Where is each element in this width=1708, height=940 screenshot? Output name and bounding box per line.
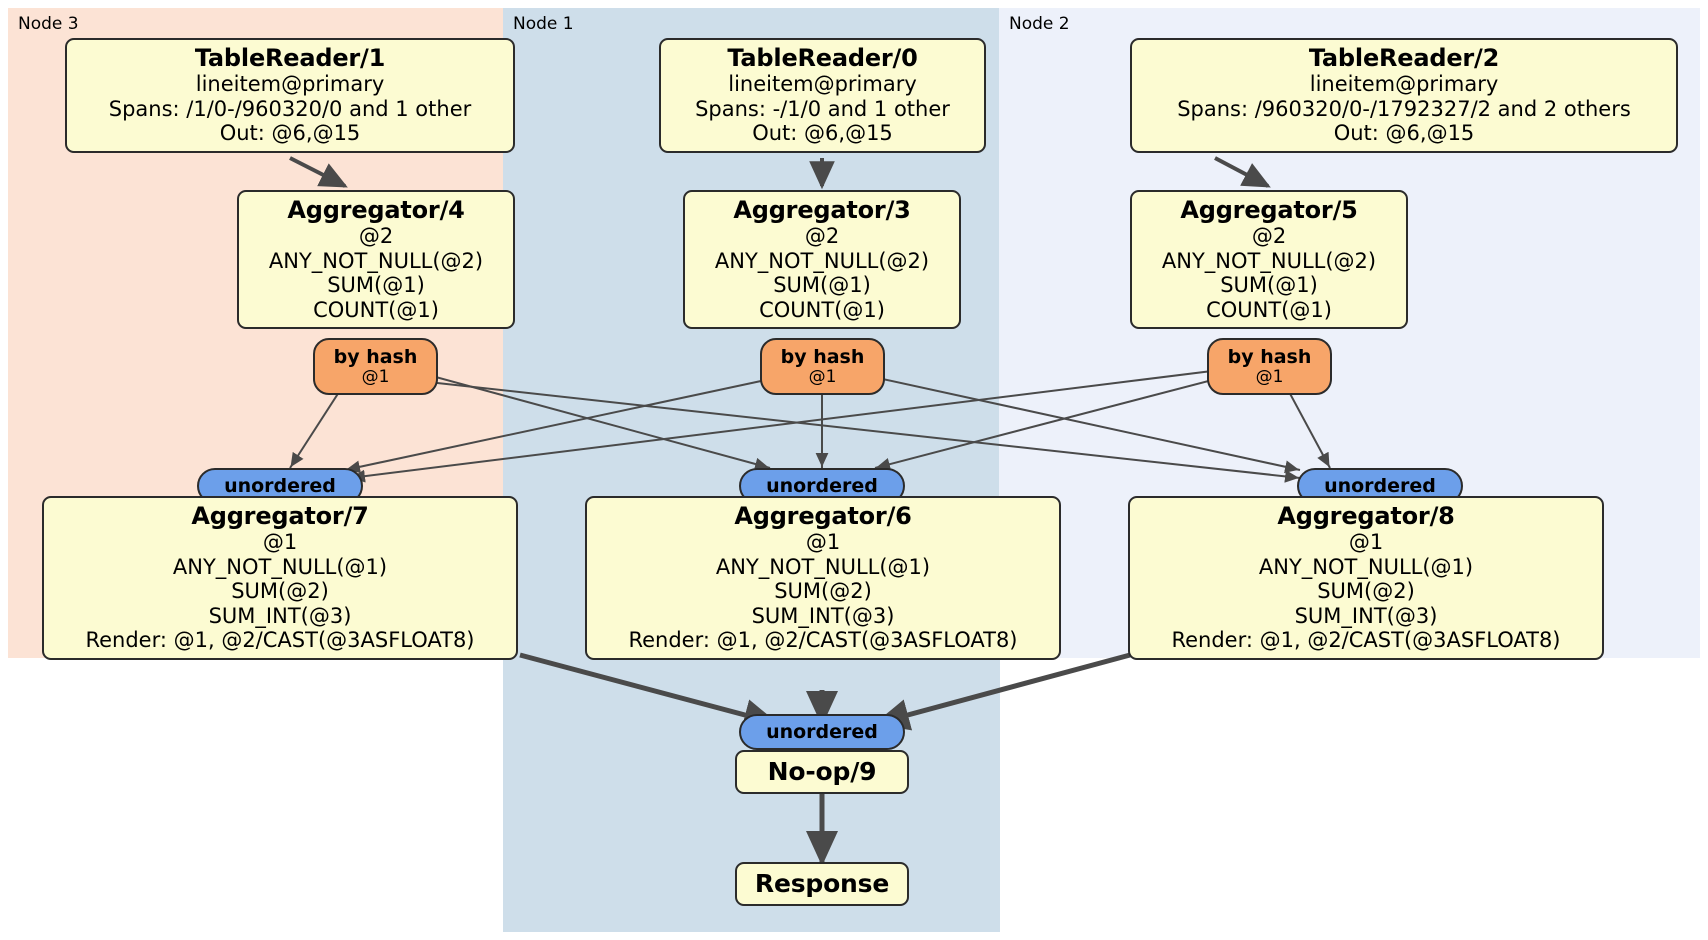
processor-detail-line: ANY_NOT_NULL(@2) [268, 248, 484, 273]
processor-title: Aggregator/3 [733, 196, 911, 224]
processor-render-line: Render: @1, @2/CAST(@3ASFLOAT8) [85, 628, 475, 653]
processor-detail-line: @1 [805, 530, 841, 555]
processor-detail-line: lineitem@primary [195, 72, 385, 97]
processor-title: Aggregator/8 [1277, 502, 1455, 530]
processor-detail-line: @1 [1348, 530, 1384, 555]
processor-detail-line: Out: @6,@15 [219, 121, 361, 146]
processor-detail-line: SUM(@1) [1220, 273, 1318, 298]
processor-detail-line: Out: @6,@15 [1333, 121, 1475, 146]
processor-detail-line: SUM(@1) [773, 273, 871, 298]
processor-render-line: Render: @1, @2/CAST(@3ASFLOAT8) [1171, 628, 1561, 653]
processor-detail-line: SUM(@2) [774, 579, 872, 604]
router-column: @1 [1255, 366, 1284, 387]
processor-detail-line: SUM_INT(@3) [1294, 603, 1438, 628]
synchronizer-label: unordered [766, 474, 878, 497]
processor-detail-line: ANY_NOT_NULL(@2) [1161, 248, 1377, 273]
processor-detail-line: COUNT(@1) [313, 297, 439, 322]
processor-tablereader-1[interactable]: TableReader/1 lineitem@primary Spans: /1… [65, 38, 515, 153]
processor-detail-line: SUM_INT(@3) [208, 603, 352, 628]
processor-title: TableReader/2 [1308, 44, 1500, 72]
synchronizer-label: unordered [766, 720, 878, 743]
processor-detail-line: ANY_NOT_NULL(@1) [1258, 554, 1474, 579]
processor-detail-line: Out: @6,@15 [752, 121, 893, 146]
processor-aggregator-6[interactable]: Aggregator/6 @1 ANY_NOT_NULL(@1) SUM(@2)… [585, 496, 1061, 660]
processor-detail-line: SUM(@1) [327, 273, 425, 298]
router-label: by hash [333, 346, 418, 369]
processor-detail-line: @1 [262, 530, 298, 555]
processor-detail-line: SUM(@2) [1317, 579, 1415, 604]
processor-detail-line: COUNT(@1) [759, 297, 885, 322]
processor-detail-line: Spans: -/1/0 and 1 other [695, 96, 950, 121]
router-label: by hash [780, 346, 865, 369]
router-by-hash-center[interactable]: by hash @1 [760, 338, 885, 395]
processor-title: Aggregator/7 [191, 502, 369, 530]
node-panel-label-node3: Node 3 [18, 14, 79, 34]
processor-detail-line: ANY_NOT_NULL(@2) [714, 248, 930, 273]
processor-detail-line: SUM_INT(@3) [751, 603, 895, 628]
processor-aggregator-5[interactable]: Aggregator/5 @2 ANY_NOT_NULL(@2) SUM(@1)… [1130, 190, 1408, 330]
processor-detail-line: Spans: /960320/0-/1792327/2 and 2 others [1177, 96, 1631, 121]
processor-detail-line: ANY_NOT_NULL(@1) [715, 554, 931, 579]
processor-aggregator-3[interactable]: Aggregator/3 @2 ANY_NOT_NULL(@2) SUM(@1)… [683, 190, 961, 330]
processor-detail-line: SUM(@2) [231, 579, 329, 604]
router-column: @1 [361, 366, 390, 387]
processor-title: Aggregator/6 [734, 502, 912, 530]
router-column: @1 [808, 366, 837, 387]
processor-detail-line: @2 [358, 224, 394, 249]
processor-aggregator-4[interactable]: Aggregator/4 @2 ANY_NOT_NULL(@2) SUM(@1)… [237, 190, 515, 330]
processor-title: Response [754, 869, 890, 898]
router-by-hash-left[interactable]: by hash @1 [313, 338, 438, 395]
processor-detail-line: @2 [804, 224, 840, 249]
processor-noop-9[interactable]: No-op/9 [735, 750, 909, 795]
processor-detail-line: COUNT(@1) [1206, 297, 1332, 322]
processor-detail-line: Spans: /1/0-/960320/0 and 1 other [108, 96, 472, 121]
processor-title: Aggregator/4 [287, 196, 465, 224]
processor-title: Aggregator/5 [1180, 196, 1358, 224]
processor-detail-line: @2 [1251, 224, 1287, 249]
router-label: by hash [1227, 346, 1312, 369]
processor-aggregator-7[interactable]: Aggregator/7 @1 ANY_NOT_NULL(@1) SUM(@2)… [42, 496, 518, 660]
synchronizer-label: unordered [1324, 474, 1436, 497]
processor-detail-line: lineitem@primary [1309, 72, 1499, 97]
processor-tablereader-0[interactable]: TableReader/0 lineitem@primary Spans: -/… [659, 38, 986, 153]
processor-render-line: Render: @1, @2/CAST(@3ASFLOAT8) [628, 628, 1018, 653]
router-by-hash-right[interactable]: by hash @1 [1207, 338, 1332, 395]
synchronizer-label: unordered [224, 474, 336, 497]
processor-aggregator-8[interactable]: Aggregator/8 @1 ANY_NOT_NULL(@1) SUM(@2)… [1128, 496, 1604, 660]
node-panel-label-node2: Node 2 [1009, 14, 1070, 34]
processor-detail-line: lineitem@primary [728, 72, 917, 97]
processor-title: TableReader/0 [727, 44, 918, 72]
processor-tablereader-2[interactable]: TableReader/2 lineitem@primary Spans: /9… [1130, 38, 1678, 153]
processor-detail-line: ANY_NOT_NULL(@1) [172, 554, 388, 579]
synchronizer-unordered-final[interactable]: unordered [739, 714, 905, 750]
processor-title: TableReader/1 [194, 44, 386, 72]
processor-title: No-op/9 [767, 757, 877, 786]
node-panel-label-node1: Node 1 [513, 14, 574, 34]
processor-response[interactable]: Response [735, 862, 909, 907]
